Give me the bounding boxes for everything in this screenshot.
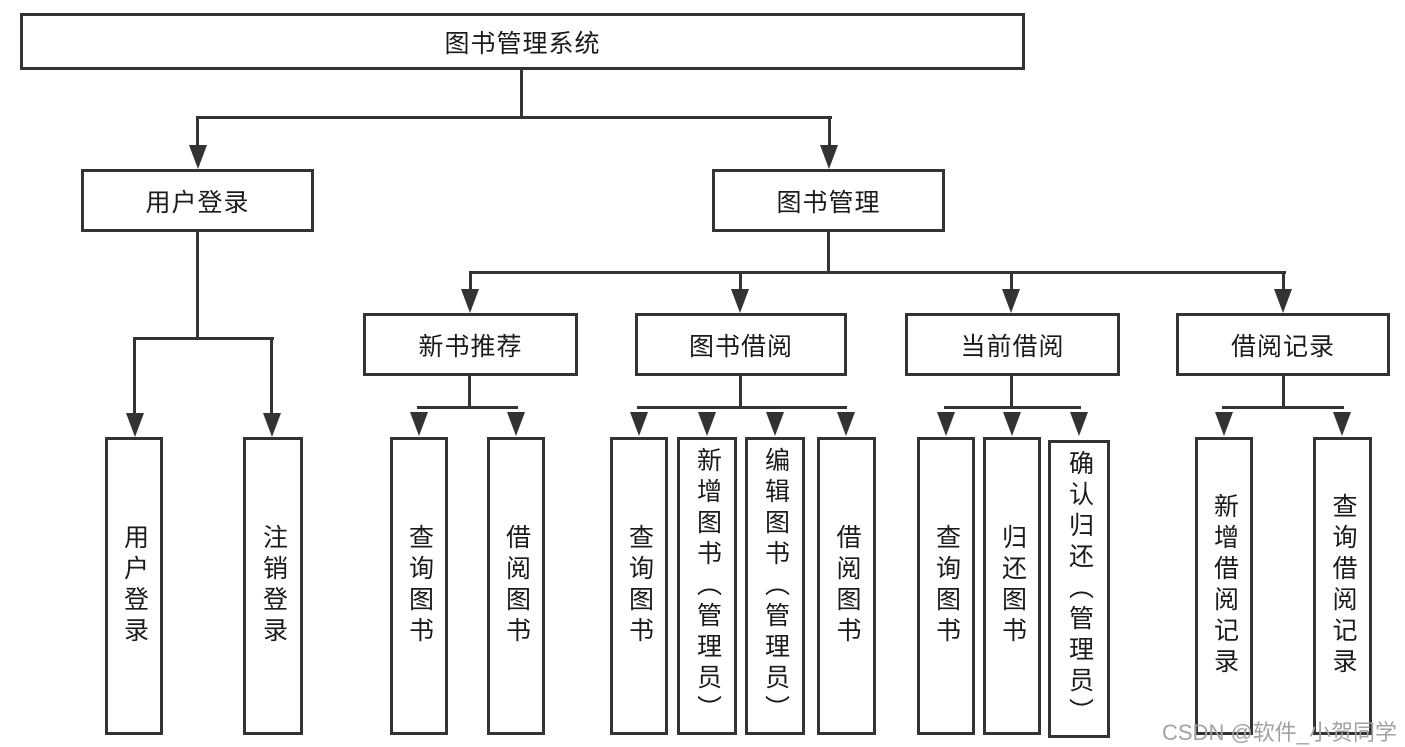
connector-line bbox=[1010, 376, 1013, 409]
leaf-query-books-2-label: 查询图书 bbox=[625, 524, 654, 648]
connector-line bbox=[739, 274, 742, 290]
node-user-login: 用户登录 bbox=[81, 169, 314, 232]
leaf-query-books-3: 查询图书 bbox=[917, 437, 975, 735]
node-root-label: 图书管理系统 bbox=[444, 29, 601, 58]
leaf-logout: 注销登录 bbox=[243, 437, 303, 735]
node-book-borrow: 图书借阅 bbox=[635, 313, 847, 376]
leaf-return-books-label: 归还图书 bbox=[998, 524, 1027, 648]
leaf-query-books-1: 查询图书 bbox=[390, 437, 448, 735]
arrowhead-down-icon bbox=[698, 412, 716, 436]
leaf-confirm-return-admin: 确认归还（管理员） bbox=[1048, 440, 1110, 738]
connector-line bbox=[1010, 274, 1013, 290]
arrowhead-down-icon bbox=[126, 413, 144, 437]
node-borrow-record-label: 借阅记录 bbox=[1230, 332, 1335, 361]
node-current-borrow-label: 当前借阅 bbox=[960, 332, 1065, 361]
arrowhead-down-icon bbox=[820, 145, 838, 169]
leaf-add-borrow-record-label: 新增借阅记录 bbox=[1210, 493, 1239, 679]
leaf-user-login: 用户登录 bbox=[105, 437, 163, 735]
arrowhead-down-icon bbox=[937, 412, 955, 436]
connector-line bbox=[469, 271, 1286, 274]
connector-line bbox=[828, 119, 831, 149]
arrowhead-down-icon bbox=[507, 412, 525, 436]
leaf-borrow-books-1-label: 借阅图书 bbox=[502, 524, 531, 648]
leaf-add-books-admin-label: 新增图书（管理员） bbox=[693, 446, 722, 726]
connector-line bbox=[468, 376, 471, 409]
arrowhead-down-icon bbox=[461, 289, 479, 313]
arrowhead-down-icon bbox=[263, 413, 281, 437]
leaf-user-login-label: 用户登录 bbox=[120, 524, 149, 648]
leaf-query-books-1-label: 查询图书 bbox=[405, 524, 434, 648]
connector-line bbox=[637, 406, 847, 409]
arrowhead-down-icon bbox=[1274, 289, 1292, 313]
connector-line bbox=[520, 70, 523, 119]
arrowhead-down-icon bbox=[1070, 412, 1088, 436]
node-current-borrow: 当前借阅 bbox=[905, 313, 1120, 376]
arrowhead-down-icon bbox=[189, 145, 207, 169]
leaf-return-books: 归还图书 bbox=[983, 437, 1041, 735]
node-borrow-record: 借阅记录 bbox=[1176, 313, 1390, 376]
arrowhead-down-icon bbox=[630, 412, 648, 436]
leaf-logout-label: 注销登录 bbox=[259, 524, 288, 648]
arrowhead-down-icon bbox=[410, 412, 428, 436]
connector-line bbox=[196, 232, 199, 340]
leaf-edit-books-admin: 编辑图书（管理员） bbox=[745, 437, 805, 735]
node-new-book-recommend-label: 新书推荐 bbox=[418, 332, 523, 361]
node-new-book-recommend: 新书推荐 bbox=[363, 313, 578, 376]
leaf-query-borrow-record-label: 查询借阅记录 bbox=[1329, 493, 1357, 679]
connector-line bbox=[1282, 274, 1285, 290]
connector-line bbox=[133, 337, 274, 340]
leaf-query-borrow-record: 查询借阅记录 bbox=[1313, 437, 1372, 735]
leaf-borrow-books-1: 借阅图书 bbox=[487, 437, 545, 735]
arrowhead-down-icon bbox=[1215, 412, 1233, 436]
leaf-confirm-return-admin-label: 确认归还（管理员） bbox=[1065, 449, 1094, 729]
connector-line bbox=[270, 340, 273, 416]
connector-line bbox=[827, 232, 830, 274]
node-book-borrow-label: 图书借阅 bbox=[688, 332, 793, 361]
leaf-add-borrow-record: 新增借阅记录 bbox=[1195, 437, 1253, 735]
connector-line bbox=[1282, 376, 1285, 409]
connector-line bbox=[196, 119, 199, 149]
leaf-query-books-3-label: 查询图书 bbox=[932, 524, 961, 648]
connector-line bbox=[196, 116, 832, 119]
arrowhead-down-icon bbox=[1333, 412, 1351, 436]
leaf-edit-books-admin-label: 编辑图书（管理员） bbox=[761, 446, 790, 726]
node-user-login-label: 用户登录 bbox=[145, 188, 250, 217]
leaf-query-books-2: 查询图书 bbox=[610, 437, 668, 735]
leaf-borrow-books-2-label: 借阅图书 bbox=[833, 524, 861, 648]
connector-line bbox=[944, 406, 1081, 409]
connector-line bbox=[133, 340, 136, 416]
connector-line bbox=[469, 274, 472, 290]
node-book-management-label: 图书管理 bbox=[776, 188, 881, 217]
arrowhead-down-icon bbox=[731, 289, 749, 313]
connector-line bbox=[417, 406, 518, 409]
csdn-watermark: CSDN @软件_小贺同学 bbox=[1162, 720, 1398, 745]
node-root: 图书管理系统 bbox=[20, 13, 1025, 70]
arrowhead-down-icon bbox=[1002, 289, 1020, 313]
leaf-borrow-books-2: 借阅图书 bbox=[817, 437, 876, 735]
connector-line bbox=[739, 376, 742, 409]
arrowhead-down-icon bbox=[837, 412, 855, 436]
arrowhead-down-icon bbox=[1003, 412, 1021, 436]
connector-line bbox=[1222, 406, 1344, 409]
arrowhead-down-icon bbox=[766, 412, 784, 436]
leaf-add-books-admin: 新增图书（管理员） bbox=[677, 437, 737, 735]
node-book-management: 图书管理 bbox=[712, 169, 945, 232]
